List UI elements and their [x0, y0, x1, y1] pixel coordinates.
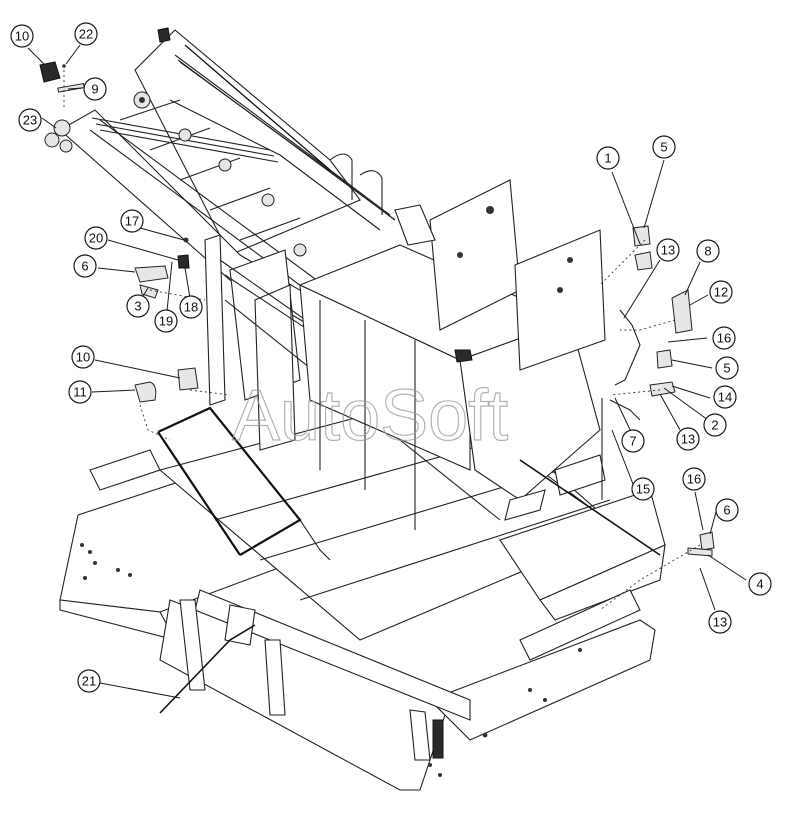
svg-text:1: 1 [604, 151, 611, 166]
callout-9: 9 [83, 77, 107, 101]
callout-19: 19 [154, 309, 178, 333]
svg-text:12: 12 [714, 285, 728, 300]
callout-13-mid: 13 [676, 427, 700, 451]
svg-text:10: 10 [76, 350, 90, 365]
svg-text:8: 8 [704, 244, 711, 259]
callout-23: 23 [18, 108, 42, 132]
svg-text:9: 9 [91, 82, 98, 97]
hopper-box [298, 179, 606, 530]
svg-text:10: 10 [15, 29, 29, 44]
callout-16-top: 16 [712, 326, 736, 350]
callout-5-mid: 5 [715, 356, 739, 380]
callout-1: 1 [596, 146, 620, 170]
callout-8: 8 [696, 239, 720, 263]
svg-text:22: 22 [79, 27, 93, 42]
svg-text:17: 17 [125, 214, 139, 229]
callout-10-top: 10 [10, 24, 34, 48]
top-left-parts [39, 61, 85, 153]
svg-text:13: 13 [713, 615, 727, 630]
svg-text:6: 6 [81, 259, 88, 274]
callout-15: 15 [631, 477, 655, 501]
svg-text:13: 13 [661, 243, 675, 258]
callout-16-low: 16 [682, 467, 706, 491]
svg-text:20: 20 [89, 231, 103, 246]
leader-lines [27, 44, 747, 699]
callout-20: 20 [84, 226, 108, 250]
callout-6-left: 6 [73, 254, 97, 278]
svg-text:4: 4 [756, 577, 763, 592]
svg-text:18: 18 [184, 300, 198, 315]
callout-7: 7 [621, 429, 645, 453]
svg-text:23: 23 [23, 113, 37, 128]
svg-text:14: 14 [718, 390, 732, 405]
callout-12: 12 [709, 280, 733, 304]
right-parts [601, 225, 715, 557]
svg-text:5: 5 [723, 361, 730, 376]
callout-4: 4 [748, 572, 772, 596]
callout-11: 11 [68, 380, 92, 404]
svg-text:3: 3 [134, 299, 141, 314]
svg-text:16: 16 [717, 331, 731, 346]
callout-3: 3 [126, 294, 150, 318]
watermark: AutoSoft [232, 376, 508, 456]
svg-text:13: 13 [681, 432, 695, 447]
svg-text:2: 2 [711, 418, 718, 433]
callout-21: 21 [77, 669, 101, 693]
callout-10-mid: 10 [71, 345, 95, 369]
svg-text:16: 16 [687, 472, 701, 487]
svg-text:21: 21 [82, 674, 96, 689]
svg-text:15: 15 [636, 482, 650, 497]
mid-left-parts [134, 237, 199, 403]
callout-18: 18 [179, 295, 203, 319]
callout-13-top: 13 [656, 238, 680, 262]
svg-text:7: 7 [629, 434, 636, 449]
callout-22: 22 [74, 22, 98, 46]
callout-2: 2 [703, 413, 727, 437]
callout-14: 14 [713, 385, 737, 409]
callout-5-top: 5 [652, 135, 676, 159]
callout-13-low: 13 [708, 610, 732, 634]
svg-text:6: 6 [723, 503, 730, 518]
callout-17: 17 [120, 209, 144, 233]
callout-6-right: 6 [715, 498, 739, 522]
svg-text:5: 5 [660, 140, 667, 155]
svg-text:11: 11 [73, 385, 87, 400]
svg-text:19: 19 [159, 314, 173, 329]
